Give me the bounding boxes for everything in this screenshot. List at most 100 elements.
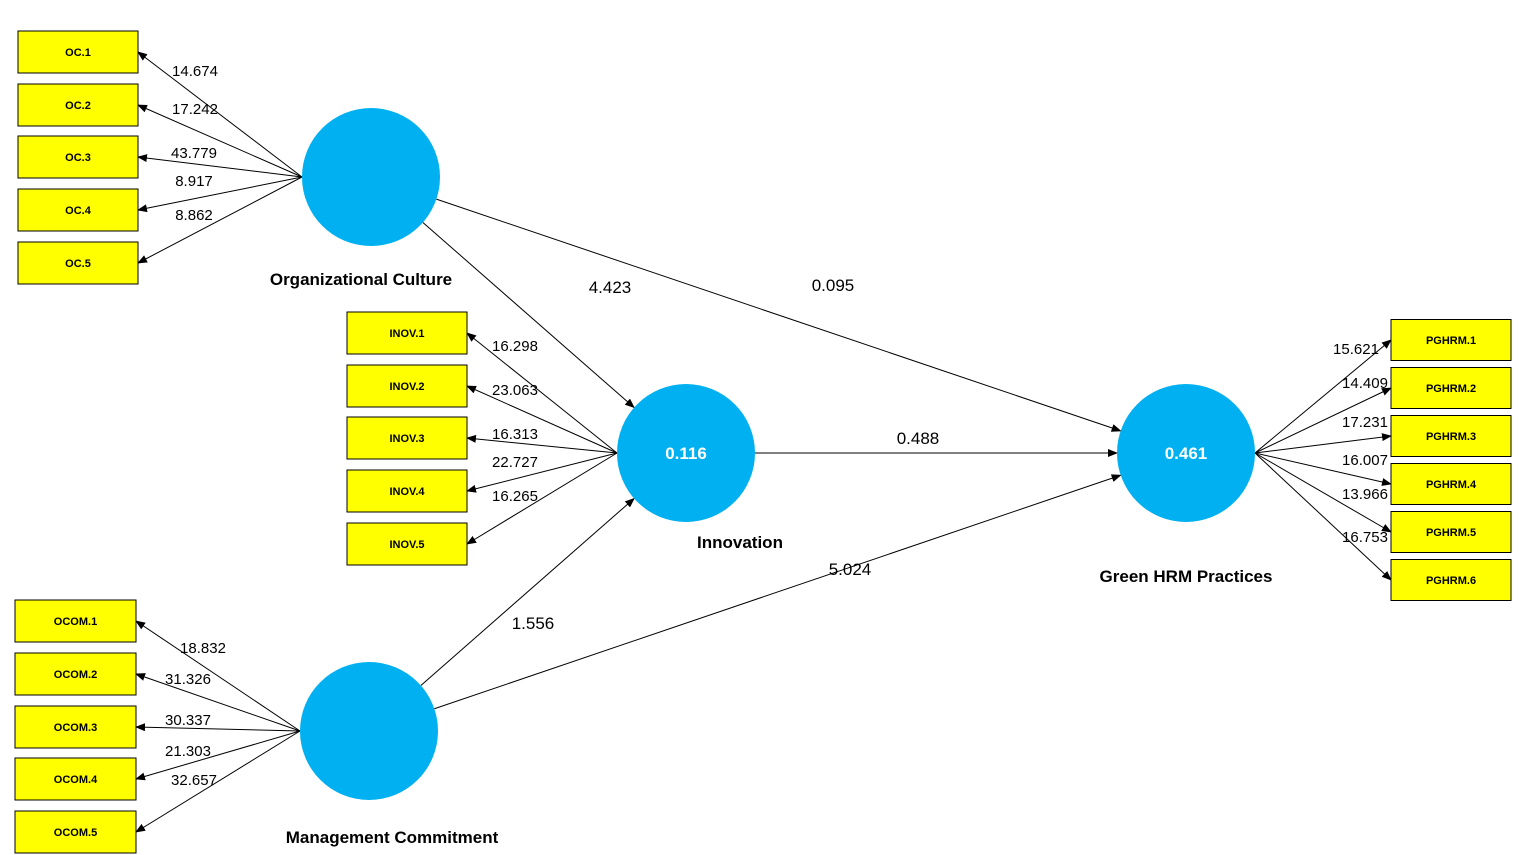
loading-value-inov-3: 16.313 <box>492 426 538 443</box>
loading-value-inov-2: 23.063 <box>492 382 538 399</box>
indicator-box-pghrm-6[interactable] <box>1390 559 1512 601</box>
loading-value-ocom-4: 21.303 <box>165 743 211 760</box>
path-coefficient-mc-to-inov: 1.556 <box>512 614 555 633</box>
indicator-box-ocom-4[interactable] <box>14 757 137 801</box>
indicator-label-oc-3: OC.3 <box>65 152 91 164</box>
indicator-box-inov-2[interactable] <box>346 364 468 408</box>
construct-name-oc: Organizational Culture <box>270 270 452 289</box>
construct-r2-ghrm: 0.461 <box>1165 444 1208 463</box>
indicator-label-ocom-1: OCOM.1 <box>54 616 97 628</box>
indicator-label-pghrm-3: PGHRM.3 <box>1426 431 1476 443</box>
indicator-box-ocom-2[interactable] <box>14 652 137 696</box>
indicator-box-ocom-1[interactable] <box>14 599 137 643</box>
indicator-label-inov-2: INOV.2 <box>389 381 424 393</box>
indicator-label-pghrm-2: PGHRM.2 <box>1426 383 1476 395</box>
construct-circle-oc[interactable] <box>302 108 440 246</box>
path-coefficient-oc-to-ghrm: 0.095 <box>812 276 855 295</box>
indicator-label-oc-4: OC.4 <box>65 205 92 217</box>
loading-arrow-oc-5 <box>137 176 303 264</box>
indicator-label-inov-4: INOV.4 <box>389 486 425 498</box>
construct-circle-inov[interactable] <box>617 384 755 522</box>
indicator-box-pghrm-3[interactable] <box>1390 415 1512 457</box>
loading-arrow-pghrm-5 <box>1254 452 1392 533</box>
indicator-label-oc-2: OC.2 <box>65 100 91 112</box>
loading-value-ocom-3: 30.337 <box>165 712 211 729</box>
loading-value-oc-4: 8.917 <box>175 173 213 190</box>
indicator-label-ocom-4: OCOM.4 <box>54 774 98 786</box>
loading-arrow-pghrm-4 <box>1254 452 1392 486</box>
loading-arrow-ocom-3 <box>135 723 301 732</box>
indicator-box-oc-5[interactable] <box>17 241 139 285</box>
loading-value-oc-3: 43.779 <box>171 145 217 162</box>
loading-value-pghrm-2: 14.409 <box>1342 375 1388 392</box>
loading-value-inov-4: 22.727 <box>492 454 538 471</box>
loading-arrow-inov-3 <box>466 434 618 454</box>
indicator-box-pghrm-1[interactable] <box>1390 319 1512 361</box>
loading-arrow-ocom-1 <box>135 620 301 732</box>
indicator-box-inov-1[interactable] <box>346 311 468 355</box>
loading-arrow-inov-5 <box>466 452 618 545</box>
loading-arrow-inov-1 <box>466 332 618 454</box>
indicator-box-pghrm-2[interactable] <box>1390 367 1512 409</box>
indicator-label-oc-5: OC.5 <box>65 258 91 270</box>
loading-value-pghrm-6: 16.753 <box>1342 529 1388 546</box>
loading-arrow-ocom-4 <box>135 730 301 781</box>
indicator-box-oc-4[interactable] <box>17 188 139 232</box>
loading-arrow-oc-4 <box>137 176 303 213</box>
indicator-box-oc-2[interactable] <box>17 83 139 127</box>
loading-arrow-oc-3 <box>137 154 303 178</box>
loading-value-ocom-1: 18.832 <box>180 640 226 657</box>
loading-arrow-pghrm-6 <box>1254 452 1392 581</box>
path-arrow-oc-to-ghrm <box>436 198 1122 432</box>
loading-value-oc-2: 17.242 <box>172 101 218 118</box>
path-arrow-mc-to-inov <box>420 497 635 686</box>
loading-arrow-pghrm-3 <box>1254 433 1392 454</box>
indicator-box-oc-1[interactable] <box>17 30 139 74</box>
indicator-box-inov-4[interactable] <box>346 469 468 513</box>
loading-arrow-inov-2 <box>466 385 618 454</box>
loading-value-pghrm-5: 13.966 <box>1342 486 1388 503</box>
indicator-box-pghrm-4[interactable] <box>1390 463 1512 505</box>
loading-arrow-ocom-5 <box>135 730 301 833</box>
indicator-label-ocom-3: OCOM.3 <box>54 722 97 734</box>
indicator-label-pghrm-1: PGHRM.1 <box>1426 335 1476 347</box>
indicator-label-pghrm-4: PGHRM.4 <box>1426 479 1477 491</box>
loading-arrow-oc-1 <box>137 51 303 178</box>
indicator-box-ocom-3[interactable] <box>14 705 137 749</box>
indicator-label-inov-5: INOV.5 <box>389 539 424 551</box>
loading-value-inov-5: 16.265 <box>492 488 538 505</box>
loading-arrow-ocom-2 <box>135 673 301 732</box>
path-coefficient-mc-to-ghrm: 5.024 <box>829 560 872 579</box>
construct-r2-inov: 0.116 <box>665 444 707 463</box>
loading-value-inov-1: 16.298 <box>492 338 538 355</box>
indicator-box-pghrm-5[interactable] <box>1390 511 1512 553</box>
loading-value-ocom-2: 31.326 <box>165 671 211 688</box>
indicator-label-ocom-2: OCOM.2 <box>54 669 97 681</box>
loading-value-pghrm-3: 17.231 <box>1342 414 1388 431</box>
indicator-box-oc-3[interactable] <box>17 135 139 179</box>
loading-arrow-oc-2 <box>137 104 303 178</box>
loading-value-pghrm-4: 16.007 <box>1342 452 1388 469</box>
indicator-label-inov-1: INOV.1 <box>389 328 424 340</box>
indicator-label-inov-3: INOV.3 <box>389 433 424 445</box>
indicator-box-inov-3[interactable] <box>346 416 468 460</box>
path-coefficient-inov-to-ghrm: 0.488 <box>897 429 940 448</box>
loading-arrow-inov-4 <box>466 452 618 493</box>
loading-value-ocom-5: 32.657 <box>171 772 217 789</box>
construct-circle-ghrm[interactable] <box>1117 384 1255 522</box>
loading-value-oc-5: 8.862 <box>175 207 213 224</box>
path-coefficient-oc-to-inov: 4.423 <box>589 278 632 297</box>
construct-circle-mc[interactable] <box>300 662 438 800</box>
loading-value-pghrm-1: 15.621 <box>1333 341 1379 358</box>
indicator-label-ocom-5: OCOM.5 <box>54 827 97 839</box>
indicator-label-pghrm-5: PGHRM.5 <box>1426 527 1476 539</box>
indicator-box-inov-5[interactable] <box>346 522 468 566</box>
indicator-label-pghrm-6: PGHRM.6 <box>1426 575 1476 587</box>
path-arrow-mc-to-ghrm <box>434 474 1122 710</box>
construct-name-ghrm: Green HRM Practices <box>1100 567 1273 586</box>
indicator-box-ocom-5[interactable] <box>14 810 137 854</box>
construct-name-mc: Management Commitment <box>286 828 499 847</box>
indicator-label-oc-1: OC.1 <box>65 47 91 59</box>
loading-arrow-pghrm-2 <box>1254 387 1392 454</box>
